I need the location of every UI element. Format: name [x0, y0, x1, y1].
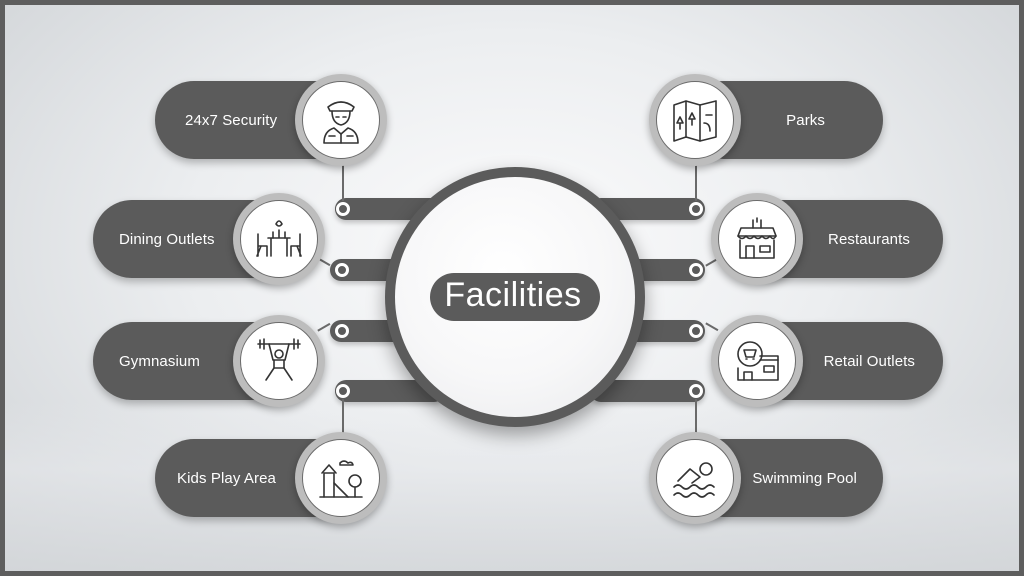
- leader-line-parks: [695, 155, 697, 205]
- playground-icon: [319, 460, 363, 498]
- leader-line-security: [342, 155, 344, 205]
- hub-title: Facilities: [430, 273, 600, 321]
- connector-knob-parks: [689, 202, 703, 216]
- kids-badge: [295, 432, 387, 524]
- connector-knob-pool: [689, 384, 703, 398]
- weightlifter-icon: [257, 338, 301, 381]
- leader-line-kids: [342, 391, 344, 441]
- dining-badge: [233, 193, 325, 285]
- retail-badge: [711, 315, 803, 407]
- hub-face: Facilities: [395, 177, 635, 417]
- security-guard-icon: [323, 101, 359, 144]
- facility-label: Parks: [786, 111, 825, 129]
- pool-badge: [649, 432, 741, 524]
- connector-bar-parks: [590, 198, 705, 220]
- restaurant-storefront-icon: [737, 217, 777, 259]
- facility-label: 24x7 Security: [185, 111, 278, 129]
- connector-knob-security: [336, 202, 350, 216]
- facility-label: Kids Play Area: [177, 469, 276, 487]
- gym-badge: [233, 315, 325, 407]
- swimmer-icon: [673, 462, 715, 498]
- facility-label: Dining Outlets: [119, 230, 215, 248]
- dining-table-icon: [256, 220, 302, 257]
- security-badge: [295, 74, 387, 166]
- parks-badge: [649, 74, 741, 166]
- leader-line-gym: [317, 322, 331, 332]
- connector-knob-restaurants: [689, 263, 703, 277]
- connector-knob-retail: [689, 324, 703, 338]
- facility-label: Swimming Pool: [752, 469, 857, 487]
- retail-store-icon: [737, 341, 779, 381]
- facilities-hub: Facilities: [385, 167, 645, 427]
- facility-label: Gymnasium: [119, 352, 200, 370]
- connector-bar-kids: [335, 380, 445, 402]
- connector-knob-kids: [336, 384, 350, 398]
- leader-line-retail: [705, 322, 719, 332]
- restaurants-badge: [711, 193, 803, 285]
- connector-knob-gym: [335, 324, 349, 338]
- connector-knob-dining: [335, 263, 349, 277]
- facility-label: Retail Outlets: [823, 352, 915, 370]
- park-map-icon: [673, 100, 717, 142]
- connector-bar-pool: [590, 380, 705, 402]
- facility-label: Restaurants: [828, 230, 910, 248]
- leader-line-pool: [695, 391, 697, 441]
